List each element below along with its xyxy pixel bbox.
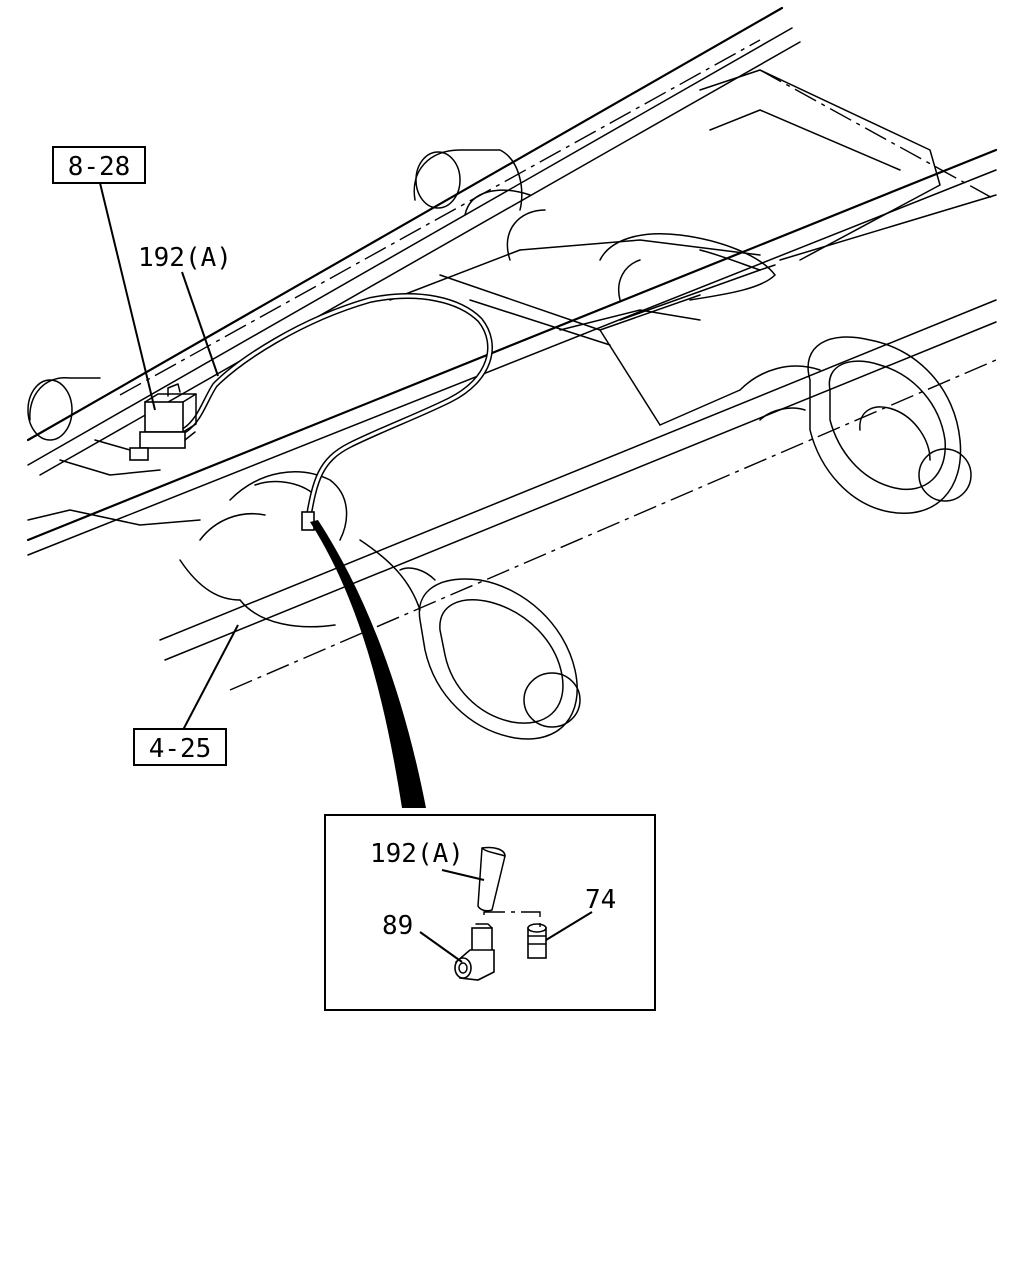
detail-pipe-label: 192(A) <box>370 839 464 869</box>
leader-pipe-main <box>181 271 219 377</box>
air-pipe-192a <box>182 293 493 531</box>
detail-elbow-label: 89 <box>382 911 413 941</box>
detail-callout-pointer <box>310 520 426 808</box>
near-hub-lower <box>359 539 581 740</box>
ref-box-top <box>52 146 146 184</box>
leader-ref-bottom <box>182 624 239 731</box>
chassis-frame <box>26 6 998 691</box>
axle-center-housing <box>179 233 776 628</box>
detail-inset: 192(A) 89 74 <box>324 814 656 1011</box>
pipe-main-label: 192(A) <box>138 243 232 273</box>
leader-ref-top <box>99 182 156 411</box>
ref-top-label: 8-28 <box>68 152 131 182</box>
pipe-connector <box>301 511 315 531</box>
ref-box-bottom <box>133 728 227 766</box>
detail-cap-label: 74 <box>585 885 616 915</box>
solenoid-valve <box>129 383 197 461</box>
near-hub-upper <box>739 336 972 514</box>
ref-bottom-label: 4-25 <box>149 734 212 764</box>
far-axle-hubs <box>27 149 546 441</box>
